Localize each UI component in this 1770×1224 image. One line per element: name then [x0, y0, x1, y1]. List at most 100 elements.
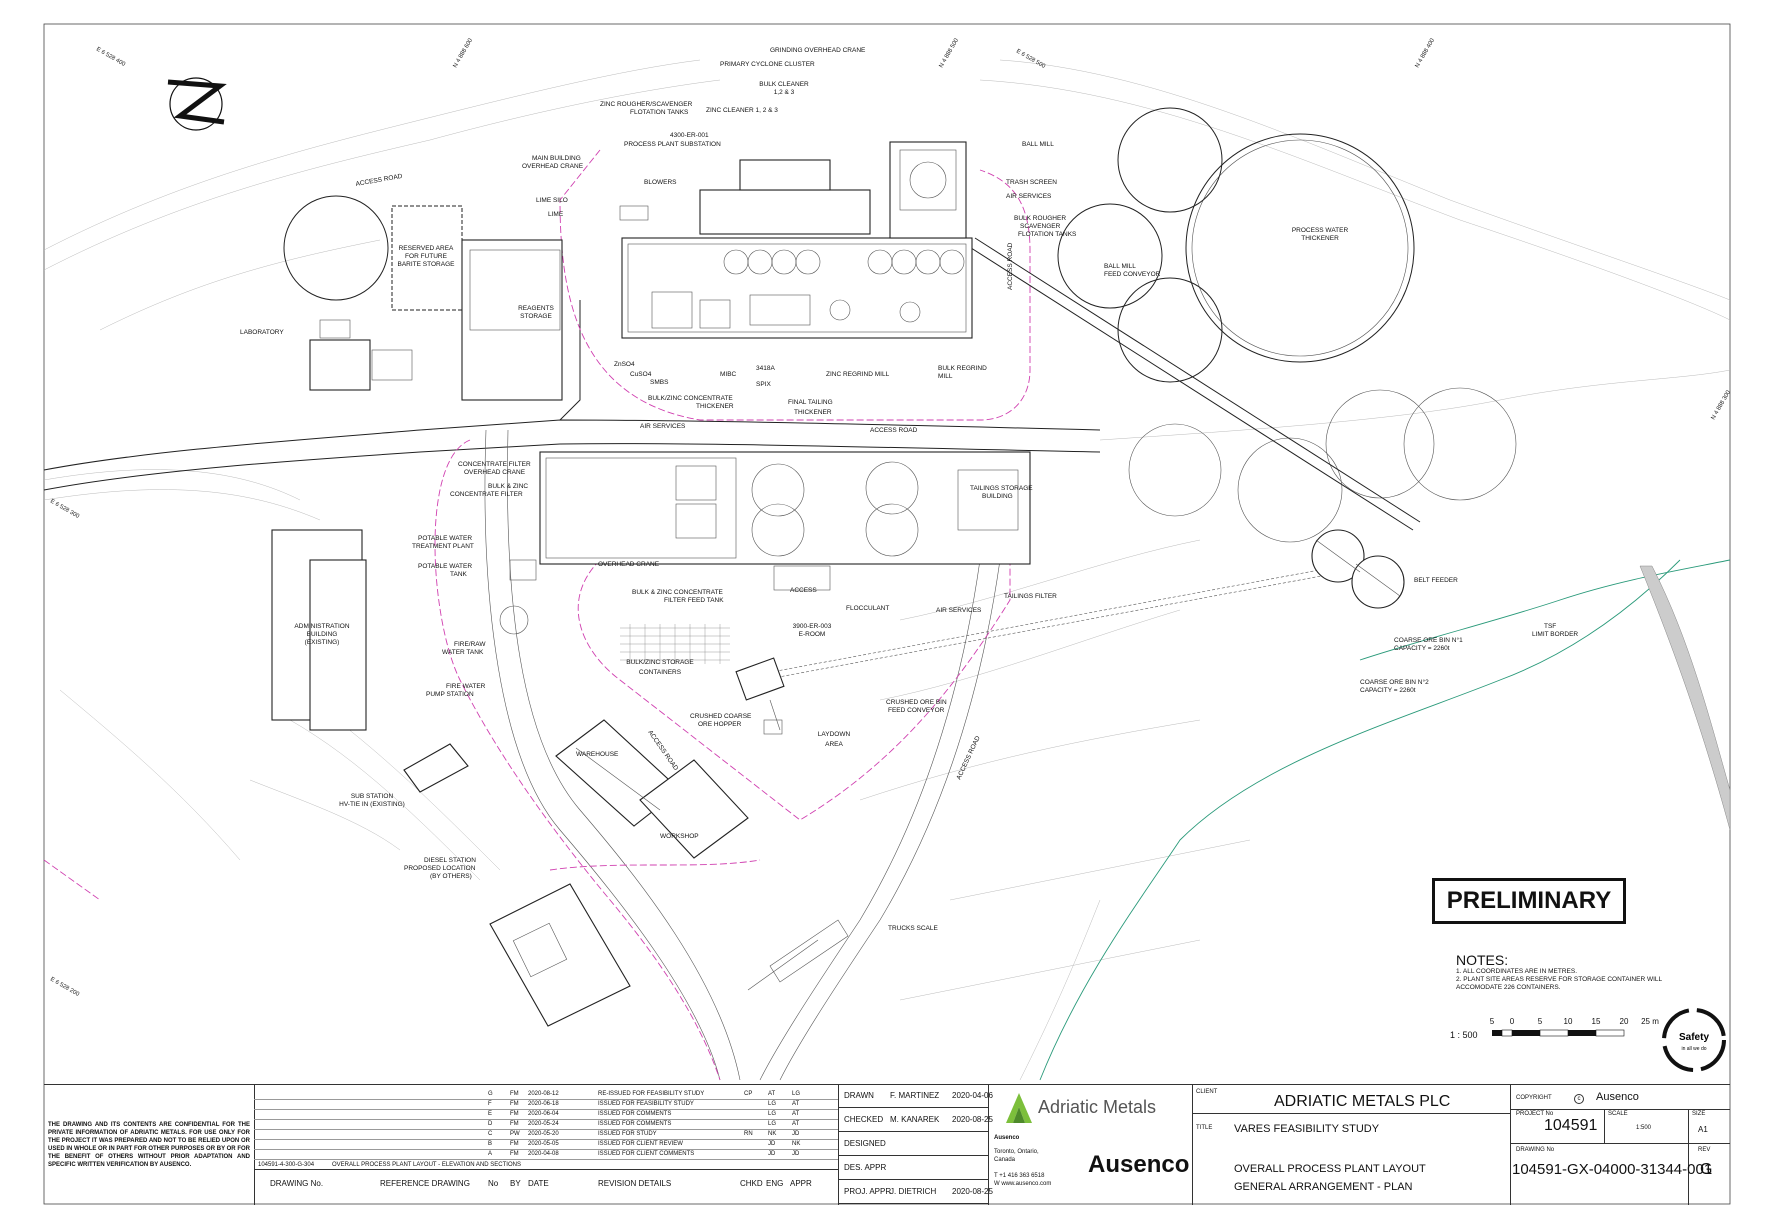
scale-bar: 1 : 500 5 0 5 10 15 20 25 m — [1450, 1017, 1659, 1040]
revision-appr: NK — [792, 1141, 801, 1147]
revision-date: 2020-05-05 — [528, 1141, 559, 1147]
truck-scale — [747, 919, 849, 991]
signoff-role: DES. APPR — [844, 1163, 887, 1172]
label-flocculant: FLOCCULANT — [846, 605, 889, 612]
label-admin: ADMINISTRATION — [294, 623, 349, 630]
revision-eng: JD — [768, 1151, 776, 1157]
copyright-holder: Ausenco — [1596, 1091, 1639, 1103]
label-filter-feed-tank-2: FILTER FEED TANK — [664, 597, 724, 604]
rev-value: G — [1700, 1161, 1713, 1178]
size-label: SIZE — [1692, 1111, 1706, 1117]
signoff-divider — [838, 1107, 988, 1108]
scale-tick-1: 0 — [1510, 1017, 1515, 1026]
revision-details: ISSUED FOR FEASIBILITY STUDY — [598, 1101, 694, 1107]
revision-by: FM — [510, 1101, 519, 1107]
safety-text: Safety — [1679, 1032, 1709, 1043]
label-zinc-regrind: ZINC REGRIND MILL — [826, 371, 890, 378]
label-trucks-scale: TRUCKS SCALE — [888, 925, 939, 932]
ref-drawing-no: 104591-4-300-G-304 — [258, 1162, 315, 1168]
address-line-2: Canada — [994, 1157, 1016, 1163]
label-coarse-bin-2: COARSE ORE BIN N°2 — [1360, 678, 1429, 686]
label-laydown: LAYDOWN — [818, 731, 851, 738]
label-crushed-hopper: CRUSHED COARSE — [690, 713, 752, 720]
title-line-2: OVERALL PROCESS PLANT LAYOUT — [1234, 1163, 1426, 1175]
label-main-building: MAIN BUILDING — [532, 155, 581, 162]
label-fire-raw: FIRE/RAW — [454, 641, 486, 648]
topo-contours — [43, 59, 1731, 1081]
label-fire-water-pump: FIRE WATER — [446, 683, 486, 690]
label-sub-station: SUB STATION — [351, 793, 394, 800]
scale-value: 1:500 — [1636, 1125, 1652, 1131]
scale-tick-5: 20 — [1620, 1017, 1629, 1026]
diesel-station — [489, 883, 631, 1027]
label-admin-3: (EXISTING) — [305, 639, 340, 646]
scale-tick-0: 5 — [1490, 1017, 1495, 1026]
header-drawing-no: DRAWING No. — [270, 1179, 324, 1188]
revision-no: C — [488, 1131, 493, 1137]
header-no: No — [488, 1179, 499, 1188]
signoff-date: 2020-08-25 — [952, 1187, 993, 1196]
label-tsf-2: LIMIT BORDER — [1532, 631, 1578, 638]
revision-appr: AT — [792, 1111, 800, 1117]
main-process-building — [621, 141, 973, 339]
label-eroom: 3900-ER-003 — [793, 623, 832, 630]
label-grinding-crane: GRINDING OVERHEAD CRANE — [770, 47, 866, 54]
scale-ratio: 1 : 500 — [1450, 1030, 1478, 1040]
admin-buildings — [271, 529, 537, 793]
label-crushed-hopper-2: ORE HOPPER — [698, 721, 742, 728]
revision-eng: LG — [768, 1111, 777, 1117]
label-mibc: MIBC — [720, 371, 737, 378]
label-potable-tank: POTABLE WATER — [418, 563, 472, 570]
label-substation: 4300-ER-001 — [670, 132, 709, 139]
revision-eng: AT — [768, 1091, 776, 1097]
coord-e-top-left: E 6 528 400 — [95, 47, 127, 69]
label-bulk-zinc-storage: BULK/ZINC STORAGE — [626, 659, 694, 666]
revision-by: FM — [510, 1091, 519, 1097]
project-no-label: PROJECT No — [1516, 1111, 1554, 1117]
revision-by: FM — [510, 1141, 519, 1147]
revision-appr: JD — [792, 1151, 800, 1157]
label-coarse-bin-2-2: CAPACITY = 2260t — [1360, 687, 1416, 694]
conveyors — [749, 237, 1421, 683]
coord-e-top-right: E 6 528 500 — [1015, 49, 1047, 71]
label-tsf: TSF — [1544, 623, 1556, 630]
label-ball-mill-feed-2: FEED CONVEYOR — [1104, 271, 1161, 278]
label-filter-feed-tank: BULK & ZINC CONCENTRATE — [632, 589, 724, 596]
revision-no: F — [488, 1101, 492, 1107]
drawing-no: 104591-GX-04000-31344-001 — [1512, 1161, 1713, 1178]
label-process-water-2: THICKENER — [1301, 235, 1339, 242]
coord-e-left-bottom: E 6 528 200 — [49, 977, 81, 999]
revision-chkd: RN — [744, 1131, 753, 1137]
label-zinc-cleaner: ZINC CLEANER 1, 2 & 3 — [706, 107, 778, 114]
scale-tick-2: 5 — [1538, 1017, 1543, 1026]
notes-block: NOTES: 1. ALL COORDINATES ARE IN METRES.… — [1456, 952, 1716, 992]
revision-by: FM — [510, 1151, 519, 1157]
revision-by: PW — [510, 1131, 520, 1137]
label-ball-mill-feed: BALL MILL — [1104, 263, 1136, 270]
label-bulk-zinc-thickener-2: THICKENER — [696, 403, 734, 410]
header-chkd: CHKD — [740, 1179, 763, 1188]
ausenco-logo-text: Ausenco — [1088, 1151, 1190, 1178]
label-potable-plant: POTABLE WATER — [418, 535, 472, 542]
label-ball-mill: BALL MILL — [1022, 141, 1054, 148]
revision-by: FM — [510, 1111, 519, 1117]
signoff-name: F. MARTINEZ — [890, 1091, 940, 1100]
label-blowers: BLOWERS — [644, 179, 677, 186]
label-bulk-rougher-3: FLOTATION TANKS — [1018, 231, 1077, 238]
coord-n-top-1: N 4 888 600 — [453, 37, 475, 69]
revision-details: RE-ISSUED FOR FEASIBILITY STUDY — [598, 1091, 705, 1097]
signoff-role: CHECKED — [844, 1115, 884, 1124]
preliminary-stamp: PRELIMINARY — [1432, 878, 1626, 924]
revision-appr: AT — [792, 1121, 800, 1127]
label-air-services-1: AIR SERVICES — [1006, 193, 1052, 200]
label-fire-water-pump-2: PUMP STATION — [426, 691, 474, 698]
title-line-3: GENERAL ARRANGEMENT - PLAN — [1234, 1181, 1413, 1193]
label-coarse-bin-1-2: CAPACITY = 2260t — [1394, 645, 1450, 652]
revision-appr: JD — [792, 1131, 800, 1137]
copyright-icon: c — [1574, 1094, 1584, 1104]
label-spix: SPIX — [756, 381, 771, 388]
project-no: 104591 — [1544, 1117, 1598, 1134]
label-znso4: ZnSO4 — [614, 361, 635, 368]
label-bulk-rougher-2: SCAVENGER — [1020, 223, 1061, 230]
